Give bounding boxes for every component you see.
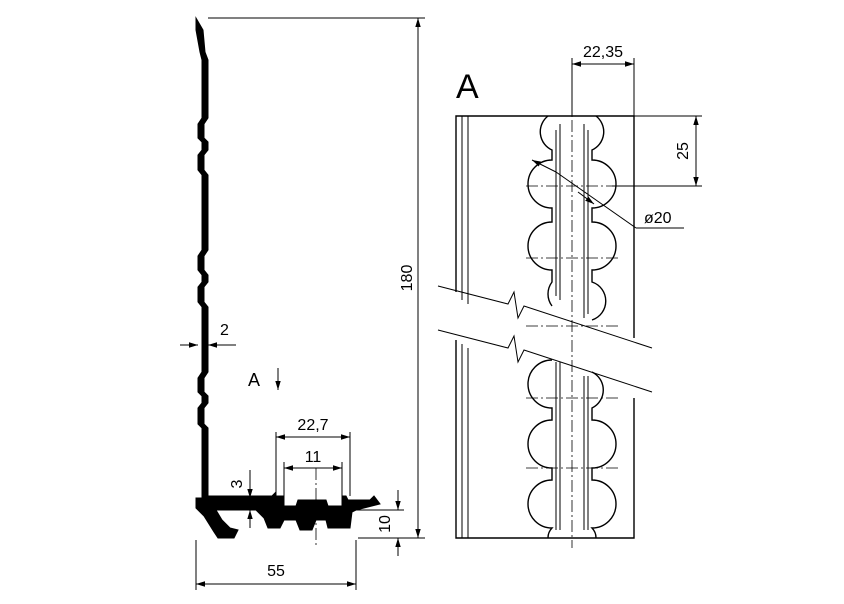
break-line-upper <box>437 285 653 349</box>
profile-section-view: 180 2 A 22,7 11 3 10 55 <box>180 16 425 590</box>
track-slot-upper <box>527 115 617 321</box>
dim-55-label: 55 <box>267 563 285 580</box>
view-a-letter: A <box>456 68 479 106</box>
dim-22-7-label: 22,7 <box>297 417 328 434</box>
view-a: A 22,35 25 <box>437 44 702 548</box>
track-slot-lower <box>527 359 617 539</box>
profile-base <box>195 490 381 539</box>
section-arrow-letter: A <box>248 370 260 390</box>
break-line-lower <box>437 329 653 393</box>
dim-2-label: 2 <box>220 322 229 339</box>
dim-10-label: 10 <box>377 515 394 533</box>
dim-3-label: 3 <box>229 479 246 488</box>
dim-180-label: 180 <box>399 265 416 292</box>
dim-22-35-label: 22,35 <box>583 44 623 61</box>
dim-11-label: 11 <box>305 449 322 466</box>
dim-20-label: ø20 <box>644 210 672 227</box>
profile-wall <box>195 16 209 499</box>
dim-25-label: 25 <box>675 142 692 160</box>
